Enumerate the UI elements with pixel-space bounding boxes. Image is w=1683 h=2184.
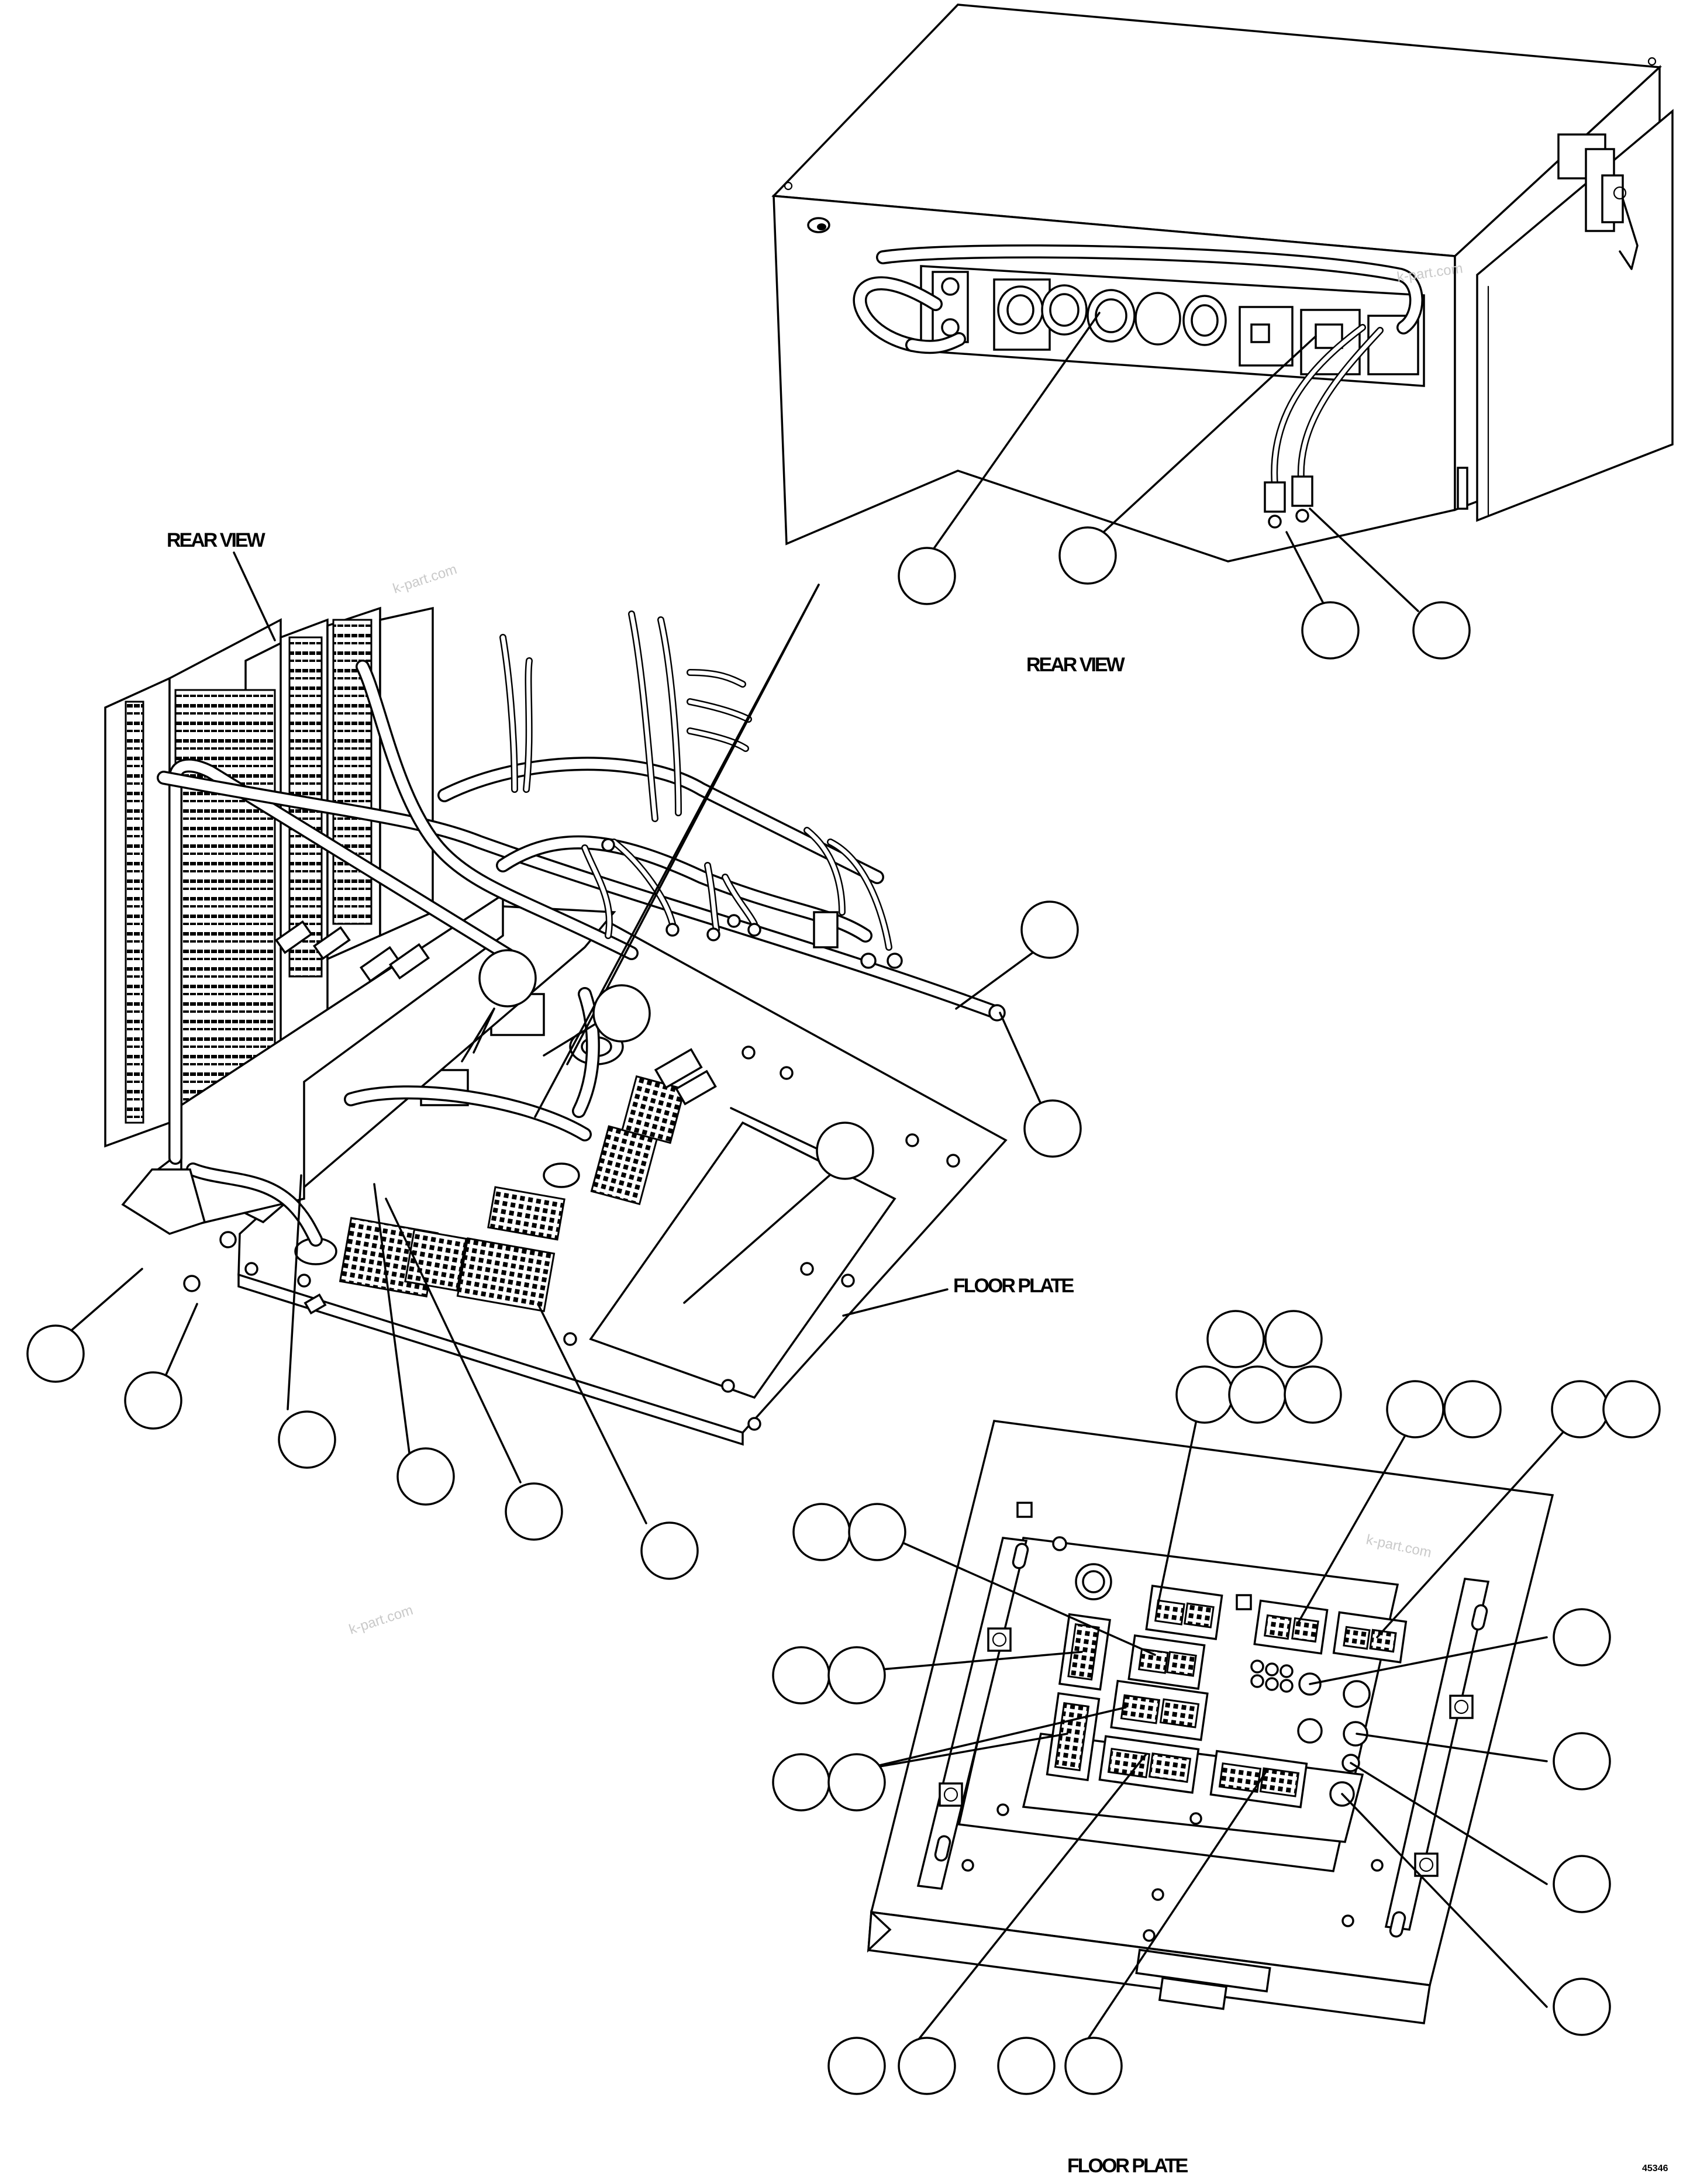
callout-balloon: [1553, 1855, 1611, 1913]
callout-balloon: [827, 1753, 886, 1812]
callout-balloon: [1284, 1365, 1342, 1424]
callout-balloon: [1064, 2037, 1123, 2095]
doc-number: 45346: [1642, 2164, 1668, 2173]
leader-lines: [60, 312, 1577, 2045]
callout-balloon: [1023, 1099, 1082, 1158]
callout-balloon: [592, 984, 651, 1043]
floor-ports: [961, 1536, 1384, 1942]
plate-screws: [244, 1013, 960, 1431]
callout-balloon: [505, 1482, 563, 1541]
label-rear-view-left: REAR VIEW: [167, 529, 266, 551]
callout-balloon: [1602, 1380, 1661, 1438]
callout-balloon: [898, 547, 956, 605]
callout-balloon: [640, 1521, 699, 1580]
watermark: k-part.com: [347, 1602, 415, 1638]
door-latch: [1557, 133, 1639, 270]
callout-balloon: [1264, 1310, 1323, 1368]
callout-balloon: [792, 1503, 851, 1561]
callout-balloons: [26, 526, 1661, 2095]
callout-balloon: [1443, 1380, 1502, 1438]
label-floor-plate-bottom: FLOOR PLATE: [1067, 2155, 1188, 2177]
callout-balloon: [1386, 1380, 1444, 1438]
callout-balloon: [816, 1122, 874, 1180]
label-floor-plate-left: FLOOR PLATE: [953, 1275, 1074, 1297]
callout-balloon: [278, 1410, 336, 1469]
callout-balloon: [1553, 1732, 1611, 1790]
callout-balloon: [827, 1646, 886, 1705]
rail-slots: [934, 1543, 1488, 1938]
callout-balloon: [26, 1324, 85, 1383]
callout-balloon: [848, 1503, 906, 1561]
callout-balloon: [1553, 1978, 1611, 2036]
ring-lugs: [183, 838, 1006, 1292]
plate-studs: [939, 1502, 1474, 1877]
callout-balloon: [1553, 1608, 1611, 1667]
rack-assembly: [104, 606, 1008, 1446]
callout-balloon: [1228, 1365, 1287, 1424]
callout-balloon: [772, 1646, 830, 1705]
callout-balloon: [1175, 1365, 1234, 1424]
label-rear-view-top: REAR VIEW: [1026, 654, 1126, 676]
callout-balloon: [1551, 1380, 1609, 1438]
inline-plugs: [274, 920, 717, 1106]
callout-balloon: [997, 2037, 1056, 2095]
callout-balloon: [478, 949, 537, 1008]
cabinet-rear-view: [771, 4, 1674, 563]
floor-connectors: [1046, 1585, 1408, 1809]
callout-balloon: [898, 2037, 956, 2095]
callout-balloon: [1412, 601, 1471, 660]
callout-balloon: [1058, 526, 1117, 585]
callout-balloon: [1301, 601, 1360, 660]
watermark: k-part.com: [391, 561, 459, 597]
callout-balloon: [827, 2037, 886, 2095]
callout-balloon: [124, 1371, 182, 1430]
callout-balloon: [396, 1447, 455, 1506]
callout-balloon: [772, 1753, 830, 1812]
callout-balloon: [1020, 900, 1079, 959]
callout-balloon: [1206, 1310, 1265, 1368]
floor-plate-view: [867, 1420, 1554, 2024]
